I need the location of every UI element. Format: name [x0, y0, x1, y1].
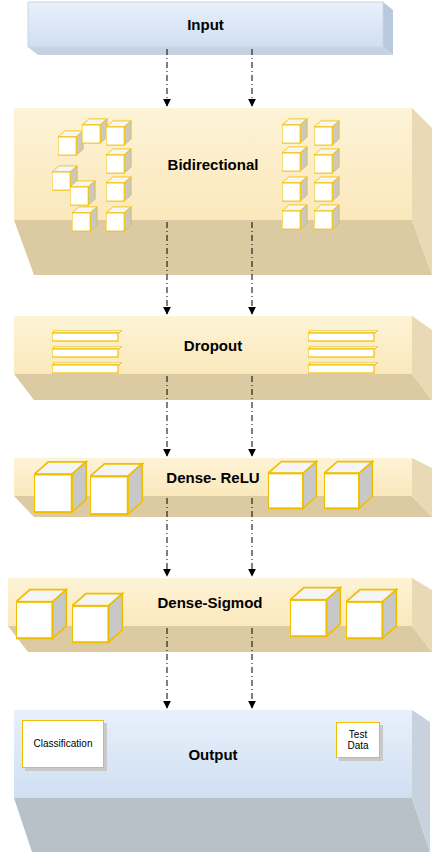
dropout-slab	[14, 316, 432, 400]
output-slab	[14, 710, 430, 852]
node-label: Input	[187, 16, 224, 33]
node-label: Test Data	[337, 727, 379, 754]
test-data-box: Test Data	[336, 722, 380, 758]
output-box: Output Classification Test Data	[14, 710, 412, 798]
node-label: Output	[188, 746, 237, 763]
bidirectional-layer: Bidirectional	[14, 108, 412, 220]
input-box: Input	[28, 2, 383, 47]
flow-arrow	[252, 49, 253, 106]
flow-arrow	[252, 222, 253, 314]
node-label: Classification	[32, 736, 95, 752]
dense-relu-layer: Dense- ReLU	[14, 458, 412, 496]
flow-arrow	[167, 498, 168, 576]
node-label: Dense- ReLU	[166, 469, 259, 486]
dense-sigmoid-slab	[8, 578, 432, 652]
node-label: Dense-Sigmod	[157, 594, 262, 611]
flow-arrow	[252, 498, 253, 576]
flow-arrow	[167, 49, 168, 106]
node-label: Dropout	[184, 337, 242, 354]
dropout-layer: Dropout	[14, 316, 412, 374]
flow-arrow	[167, 376, 168, 456]
node-label: Bidirectional	[168, 156, 259, 173]
classification-box: Classification	[22, 720, 104, 768]
dense-sigmoid-layer: Dense-Sigmod	[8, 578, 412, 626]
bidirectional-slab	[14, 108, 432, 275]
input-slab	[28, 2, 393, 55]
flow-arrow	[167, 222, 168, 314]
flow-arrow	[252, 628, 253, 708]
dense-relu-slab	[14, 458, 432, 517]
flow-arrow	[167, 628, 168, 708]
flow-arrow	[252, 376, 253, 456]
